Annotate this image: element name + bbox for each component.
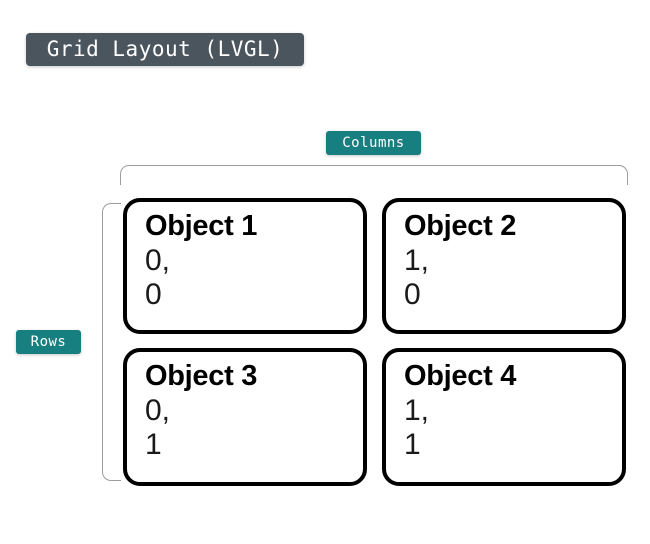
- grid-cell-object-1: Object 1 0, 0: [123, 198, 367, 334]
- object-2-title: Object 2: [404, 210, 517, 242]
- grid-container: Object 1 0, 0 Object 2 1, 0 Object 3 0, …: [123, 198, 626, 486]
- object-3-column-index: 0,: [145, 393, 171, 427]
- title-badge: Grid Layout (LVGL): [26, 33, 304, 66]
- grid-cell-object-2: Object 2 1, 0: [382, 198, 626, 334]
- object-2-column-index: 1,: [404, 243, 430, 277]
- object-4-column-index: 1,: [404, 393, 430, 427]
- object-3-title: Object 3: [145, 360, 258, 392]
- object-3-row-index: 1: [145, 427, 162, 461]
- object-1-title: Object 1: [145, 210, 258, 242]
- title-badge-label: Grid Layout (LVGL): [46, 37, 284, 61]
- object-4-row-index: 1: [404, 427, 421, 461]
- object-1-column-index: 0,: [145, 243, 171, 277]
- rows-bracket: [102, 203, 121, 481]
- object-4-title: Object 4: [404, 360, 517, 392]
- object-2-row-index: 0: [404, 277, 421, 311]
- columns-bracket: [120, 165, 628, 185]
- columns-axis-badge: Columns: [326, 131, 421, 155]
- grid-cell-object-3: Object 3 0, 1: [123, 348, 367, 486]
- object-1-row-index: 0: [145, 277, 162, 311]
- columns-axis-label: Columns: [342, 135, 405, 151]
- rows-axis-badge: Rows: [16, 330, 81, 354]
- grid-cell-object-4: Object 4 1, 1: [382, 348, 626, 486]
- rows-axis-label: Rows: [30, 334, 67, 350]
